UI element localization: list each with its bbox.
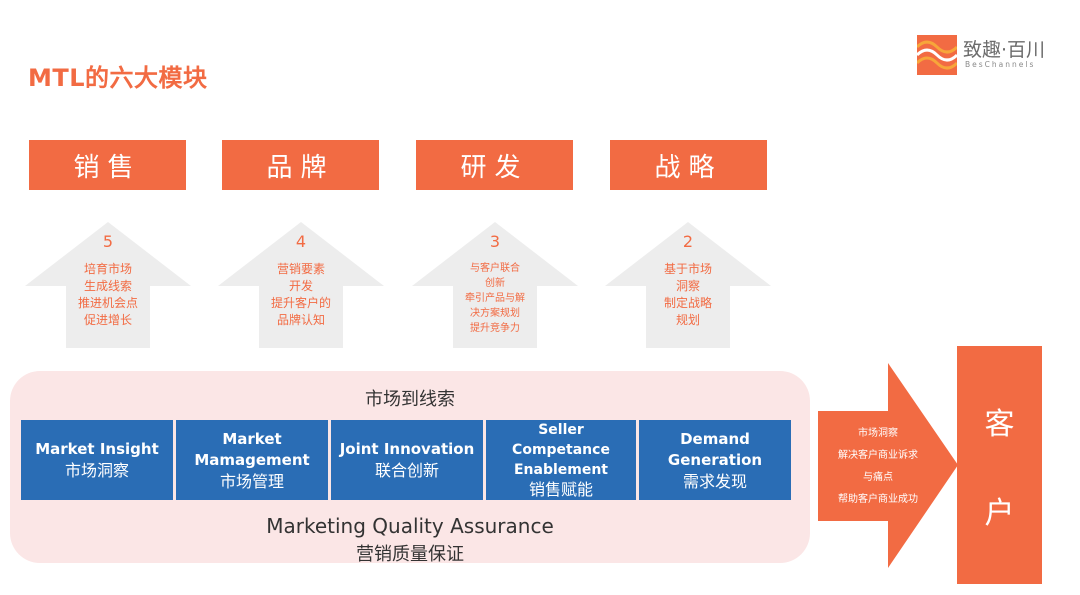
up-arrow-shape — [412, 222, 578, 348]
module-zh: 市场洞察 — [64, 461, 129, 480]
footer-english: Marketing Quality Assurance — [266, 514, 554, 538]
arrow-number: 5 — [102, 232, 114, 251]
customer-char: 客 — [984, 406, 1015, 442]
customer-box: 客 户 — [957, 346, 1042, 584]
module-zh: 需求发现 — [682, 471, 747, 491]
up-arrow-shape — [605, 222, 771, 348]
arrow-line: 制定战略 — [663, 296, 712, 310]
right-arrow-shape — [818, 363, 958, 568]
module-zh: 销售赋能 — [528, 480, 593, 499]
up-arrow-shape — [218, 222, 384, 348]
category-brand: 品牌 — [222, 140, 379, 190]
arrow-line: 基于市场 — [663, 262, 712, 276]
module-zh: 市场管理 — [219, 471, 284, 491]
brand-subtitle: BesChannels — [965, 60, 1036, 69]
module-en: Market Insight — [35, 440, 159, 458]
arrow-line: 培育市场 — [83, 262, 132, 276]
arrow-text-brand: 4 营销要素 开发 提升客户的 品牌认知 — [241, 232, 361, 329]
arrow-line: 生成线索 — [83, 279, 132, 293]
category-strategy: 战略 — [610, 140, 767, 190]
module-en: Demand Generation — [667, 429, 763, 469]
arrow-line: 帮助客户商业成功 — [838, 494, 918, 505]
arrow-line: 品牌认知 — [276, 313, 325, 327]
arrow-line: 市场洞察 — [858, 428, 898, 439]
brand-logo: 致趣·百川 BesChannels — [917, 35, 1057, 75]
right-arrow-text: 市场洞察 解决客户商业诉求 与痛点 帮助客户商业成功 — [818, 423, 938, 511]
brand-name: 致趣·百川 — [963, 39, 1046, 61]
module-demand-generation: Demand Generation 需求发现 — [639, 420, 791, 500]
module-en: Market Mamagement — [194, 429, 310, 469]
arrow-text-sales: 5 培育市场 生成线索 推进机会点 促进增长 — [48, 232, 168, 329]
arrow-line: 提升竞争力 — [470, 323, 520, 334]
module-zh: 联合创新 — [374, 461, 439, 480]
arrow-text-rnd: 3 与客户联合 创新 牵引产品与解 决方案规划 提升竞争力 — [435, 232, 555, 336]
category-rnd: 研发 — [416, 140, 573, 190]
up-arrow-shape — [25, 222, 191, 348]
module-joint-innovation: Joint Innovation 联合创新 — [331, 420, 483, 500]
footer-chinese: 营销质量保证 — [356, 544, 464, 565]
arrow-number: 3 — [489, 232, 501, 251]
arrow-line: 洞察 — [675, 279, 700, 293]
arrow-line: 开发 — [288, 279, 313, 293]
category-sales: 销售 — [29, 140, 186, 190]
brand-logo-icon — [917, 35, 957, 75]
module-en: Joint Innovation — [339, 440, 475, 458]
arrow-text-strategy: 2 基于市场 洞察 制定战略 规划 — [628, 232, 748, 329]
panel-title: 市场到线索 — [365, 389, 455, 410]
module-market-management: Market Mamagement 市场管理 — [176, 420, 328, 500]
module-market-insight: Market Insight 市场洞察 — [21, 420, 173, 500]
module-en: Seller Competance Enablement — [512, 422, 610, 478]
arrow-line: 提升客户的 — [270, 296, 331, 310]
arrow-number: 4 — [295, 232, 307, 251]
arrow-line: 牵引产品与解 — [465, 293, 525, 304]
arrow-line: 促进增长 — [83, 313, 132, 327]
arrow-line: 解决客户商业诉求 — [838, 450, 918, 461]
module-seller-enablement: Seller Competance Enablement 销售赋能 — [486, 420, 636, 500]
arrow-line: 决方案规划 — [470, 308, 520, 319]
arrow-line: 推进机会点 — [77, 296, 138, 310]
arrow-number: 2 — [682, 232, 694, 251]
arrow-line: 与痛点 — [863, 472, 893, 483]
arrow-line: 规划 — [675, 313, 700, 327]
page-title: MTL的六大模块 — [28, 64, 208, 92]
arrow-line: 创新 — [485, 278, 505, 289]
arrow-line: 营销要素 — [276, 262, 325, 276]
arrow-line: 与客户联合 — [470, 263, 520, 274]
customer-char: 户 — [984, 495, 1015, 531]
